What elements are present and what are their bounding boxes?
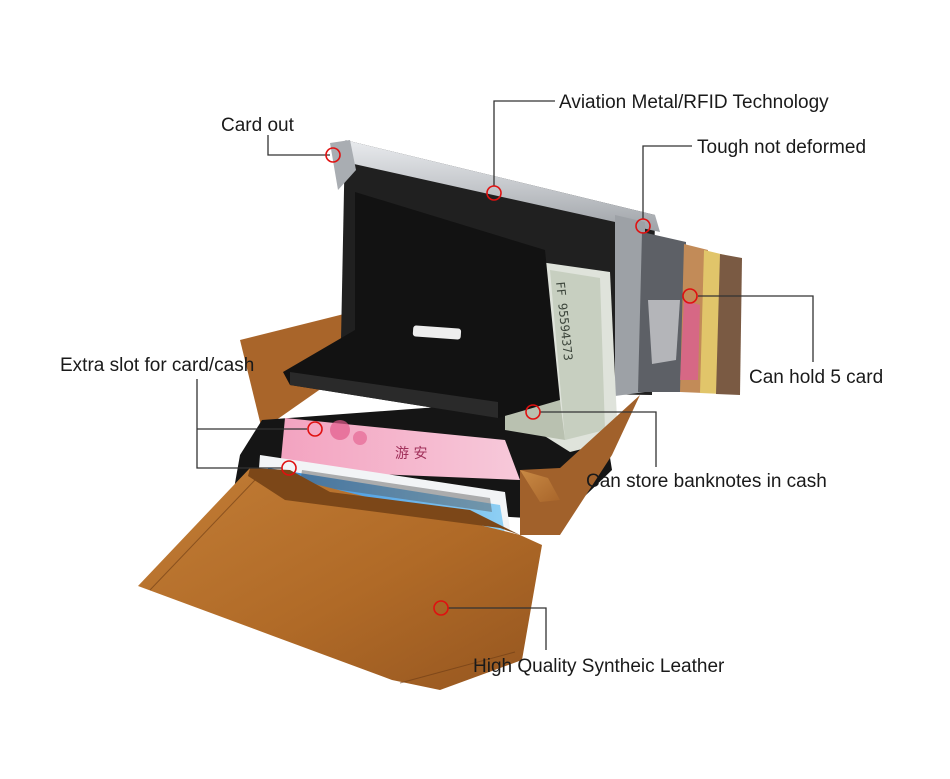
callout-hold-cards-label: Can hold 5 card [749,367,883,388]
black-inner-flap [283,192,560,418]
callout-tough-label: Tough not deformed [697,137,866,158]
front-leather-cover [138,395,640,690]
callout-hold-cards: Can hold 5 card [682,288,883,388]
callout-leather-label: High Quality Syntheic Leather [473,656,725,677]
callout-leather: High Quality Syntheic Leather [433,600,725,677]
pink-card: 游 安 [280,418,520,480]
marker-icon [325,147,341,163]
callout-extra-slot-label: Extra slot for card/cash [60,355,254,376]
marker-icon [486,185,502,201]
marker-icon [307,421,323,437]
stacked-cards [638,232,742,395]
callout-aviation-metal: Aviation Metal/RFID Technology [486,92,829,201]
callout-extra-slot: Extra slot for card/cash [60,355,323,476]
callout-card-out-label: Card out [221,115,295,136]
callout-banknotes-label: Can store banknotes in cash [586,471,827,492]
callout-banknotes: Can store banknotes in cash [525,404,827,492]
wallet: 游 安 [138,140,742,690]
marker-icon [525,404,541,420]
id-card-glyphs: 游 安 [395,446,427,462]
marker-icon [635,218,651,234]
marker-icon [281,460,297,476]
flap-tab [412,325,462,340]
callout-tough: Tough not deformed [635,137,866,234]
marker-icon [682,288,698,304]
banknotes: FF 95594373 [505,262,618,452]
callout-card-out: Card out [221,115,341,163]
marker-icon [433,600,449,616]
callout-aviation-metal-label: Aviation Metal/RFID Technology [559,92,829,113]
